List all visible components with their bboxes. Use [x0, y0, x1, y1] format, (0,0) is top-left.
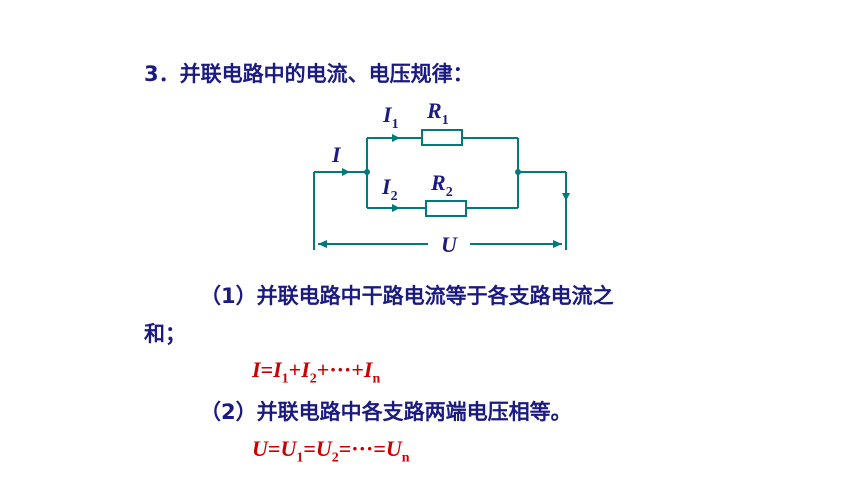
- label-u: U: [441, 232, 458, 257]
- point-1-line-2: 和；: [144, 322, 186, 346]
- label-i2: I2: [381, 174, 398, 204]
- label-i-main: I: [331, 142, 342, 167]
- label-r1: R1: [426, 98, 449, 128]
- arrow-bottom-current: [392, 204, 400, 212]
- arrow-main-current: [342, 168, 350, 176]
- voltage-arrow-right: [553, 240, 562, 248]
- section-heading: 3．并联电路中的电流、电压规律：: [144, 62, 474, 86]
- arrow-right-down: [562, 193, 570, 201]
- point-1-line-1: （1）并联电路中干路电流等于各支路电流之: [200, 284, 614, 308]
- voltage-arrow-left: [318, 240, 327, 248]
- label-i1: I1: [382, 102, 399, 132]
- junction-dot-left: [364, 169, 370, 175]
- current-formula: I=I1+I2+···+In: [252, 357, 381, 387]
- resistor-r1: [421, 129, 463, 146]
- resistor-r2: [425, 200, 467, 217]
- label-r2: R2: [430, 170, 453, 200]
- arrow-top-current: [392, 134, 400, 142]
- junction-dot-right: [515, 169, 521, 175]
- voltage-formula: U=U1=U2=···=Un: [252, 436, 410, 466]
- point-2: （2）并联电路中各支路两端电压相等。: [200, 400, 572, 424]
